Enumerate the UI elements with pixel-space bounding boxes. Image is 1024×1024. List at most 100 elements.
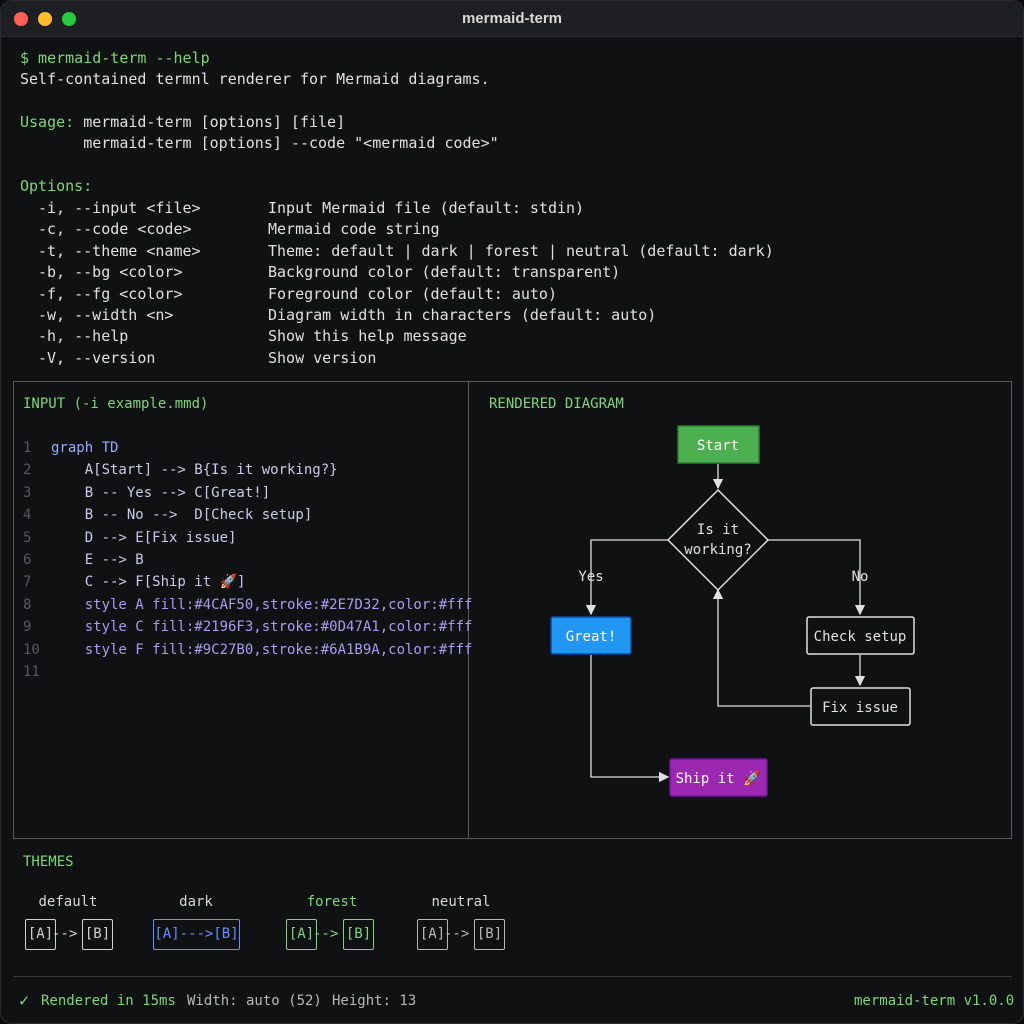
node-fix-issue-label: Fix issue bbox=[822, 700, 898, 716]
node-decision-label-1: Is it bbox=[697, 522, 739, 538]
line-number: 3 bbox=[23, 484, 32, 501]
code-text: E --> B bbox=[51, 552, 144, 568]
theme-arrow: ---> bbox=[179, 926, 214, 942]
themes-label: THEMES bbox=[23, 854, 74, 870]
node-fix-issue[interactable] bbox=[810, 687, 911, 726]
code-line[interactable]: 1 graph TD bbox=[23, 438, 118, 458]
code-line[interactable]: 11 bbox=[23, 662, 51, 682]
code-line[interactable]: 6 E --> B bbox=[23, 550, 144, 570]
theme-name-neutral[interactable]: neutral bbox=[431, 894, 491, 910]
edge-great-to-ship bbox=[590, 655, 670, 783]
node-great-label: Great! bbox=[566, 629, 617, 645]
theme-node-a: [A] bbox=[417, 919, 448, 950]
diagram-width: Width: auto (52) bbox=[187, 993, 322, 1009]
code-text: graph TD bbox=[51, 440, 119, 456]
node-great[interactable] bbox=[550, 616, 632, 655]
line-number: 11 bbox=[23, 664, 40, 680]
node-ship-it[interactable] bbox=[669, 758, 768, 797]
line-number: 2 bbox=[23, 462, 32, 479]
line-number: 4 bbox=[23, 507, 32, 524]
node-start[interactable] bbox=[677, 425, 760, 464]
code-text: style F fill:#9C27B0,stroke:#6A1B9A,colo… bbox=[51, 641, 473, 658]
node-check-setup[interactable] bbox=[806, 616, 915, 655]
code-line[interactable]: 7 C --> F[Ship it 🚀] bbox=[23, 572, 245, 592]
edge-no bbox=[768, 539, 866, 616]
code-line[interactable]: 10 style F fill:#9C27B0,stroke:#6A1B9A,c… bbox=[23, 640, 472, 660]
edge-yes bbox=[585, 539, 670, 616]
option-description: Foreground color (default: auto) bbox=[268, 284, 557, 303]
theme-arrow: --> bbox=[313, 926, 339, 942]
code-line[interactable]: 4 B -- No --> D[Check setup] bbox=[23, 505, 312, 525]
theme-node-a: [A] bbox=[286, 919, 317, 950]
diagram-panel-label: RENDERED DIAGRAM bbox=[489, 396, 624, 412]
panel-divider[interactable] bbox=[468, 381, 469, 839]
line-number: 1 bbox=[23, 440, 32, 456]
option-flag: -w, --width <n> bbox=[38, 306, 174, 324]
theme-sample-forest[interactable]: [A]-->[B] bbox=[286, 919, 374, 950]
code-text: C --> F[Ship it 🚀] bbox=[51, 574, 246, 591]
render-time: Rendered in 15ms bbox=[41, 993, 176, 1009]
theme-sample-dark[interactable]: [A]--->[B] bbox=[153, 919, 240, 950]
option-description: Show this help message bbox=[268, 327, 467, 346]
check-icon: ✓ bbox=[19, 991, 30, 1011]
theme-name-forest[interactable]: forest bbox=[306, 894, 358, 910]
diagram-height: Height: 13 bbox=[332, 993, 417, 1009]
option-flag: -i, --input <file> bbox=[38, 199, 201, 217]
code-line[interactable]: 2 A[Start] --> B{Is it working?} bbox=[23, 460, 338, 480]
node-decision-label-2: working? bbox=[684, 542, 751, 558]
code-text: style C fill:#2196F3,stroke:#0D47A1,colo… bbox=[51, 619, 473, 636]
theme-node-b: [B] bbox=[343, 919, 374, 950]
split-panel-frame bbox=[13, 381, 1012, 839]
theme-node-b: [B] bbox=[474, 919, 505, 950]
option-description: Theme: default | dark | forest | neutral… bbox=[268, 241, 774, 260]
window-title: mermaid-term bbox=[461, 10, 563, 27]
line-number: 8 bbox=[23, 596, 32, 613]
theme-node-a: [A] bbox=[25, 919, 56, 950]
code-line[interactable]: 9 style C fill:#2196F3,stroke:#0D47A1,co… bbox=[23, 617, 472, 637]
edge-yes-label: Yes bbox=[578, 569, 603, 585]
usage-line-2: mermaid-term [options] --code "<mermaid … bbox=[20, 134, 499, 152]
theme-sample-default[interactable]: [A]-->[B] bbox=[25, 919, 113, 950]
option-flag: -b, --bg <color> bbox=[38, 263, 183, 282]
status-divider bbox=[13, 976, 1012, 977]
node-ship-it-label: Ship it 🚀 bbox=[676, 770, 761, 787]
line-number: 6 bbox=[23, 552, 32, 568]
line-number: 10 bbox=[23, 641, 40, 658]
code-line[interactable]: 8 style A fill:#4CAF50,stroke:#2E7D32,co… bbox=[23, 595, 472, 615]
line-number: 7 bbox=[23, 574, 32, 591]
minimize-window-button[interactable] bbox=[38, 12, 52, 26]
code-text: D --> E[Fix issue] bbox=[51, 529, 237, 546]
title-bar: mermaid-term bbox=[1, 1, 1023, 37]
theme-node-b: [B] bbox=[213, 926, 239, 942]
theme-sample-neutral[interactable]: [A]-->[B] bbox=[417, 919, 505, 950]
theme-node-a: [A] bbox=[154, 926, 180, 942]
line-number: 5 bbox=[23, 529, 32, 546]
option-flag: -V, --version bbox=[38, 348, 156, 367]
option-flag: -t, --theme <name> bbox=[38, 241, 201, 260]
option-flag: -c, --code <code> bbox=[38, 220, 192, 239]
theme-name-dark[interactable]: dark bbox=[179, 894, 213, 910]
edge-fix-to-decision bbox=[712, 588, 810, 707]
theme-name-default[interactable]: default bbox=[38, 894, 98, 910]
command-line: $ mermaid-term --help bbox=[20, 49, 210, 67]
code-text: B -- No --> D[Check setup] bbox=[51, 507, 313, 524]
option-description: Show version bbox=[268, 348, 377, 367]
code-text: A[Start] --> B{Is it working?} bbox=[51, 462, 338, 479]
option-flag: -h, --help bbox=[38, 327, 129, 346]
option-description: Input Mermaid file (default: stdin) bbox=[268, 199, 585, 217]
close-window-button[interactable] bbox=[14, 12, 28, 26]
rendered-diagram: Start Is it working? Yes No Great! Check… bbox=[550, 425, 915, 797]
maximize-window-button[interactable] bbox=[62, 12, 76, 26]
option-description: Background color (default: transparent) bbox=[268, 263, 621, 282]
code-text: style A fill:#4CAF50,stroke:#2E7D32,colo… bbox=[51, 596, 473, 613]
theme-arrow: --> bbox=[52, 926, 78, 942]
theme-arrow: --> bbox=[444, 926, 470, 942]
theme-node-b: [B] bbox=[82, 919, 113, 950]
code-line[interactable]: 3 B -- Yes --> C[Great!] bbox=[23, 483, 270, 503]
description-line: Self-contained termnl renderer for Merma… bbox=[20, 70, 490, 88]
node-decision[interactable] bbox=[666, 488, 770, 592]
edge-no-label: No bbox=[852, 569, 869, 585]
input-panel-label: INPUT (-i example.mmd) bbox=[23, 396, 209, 412]
node-check-setup-label: Check setup bbox=[814, 629, 907, 645]
code-line[interactable]: 5 D --> E[Fix issue] bbox=[23, 528, 236, 548]
